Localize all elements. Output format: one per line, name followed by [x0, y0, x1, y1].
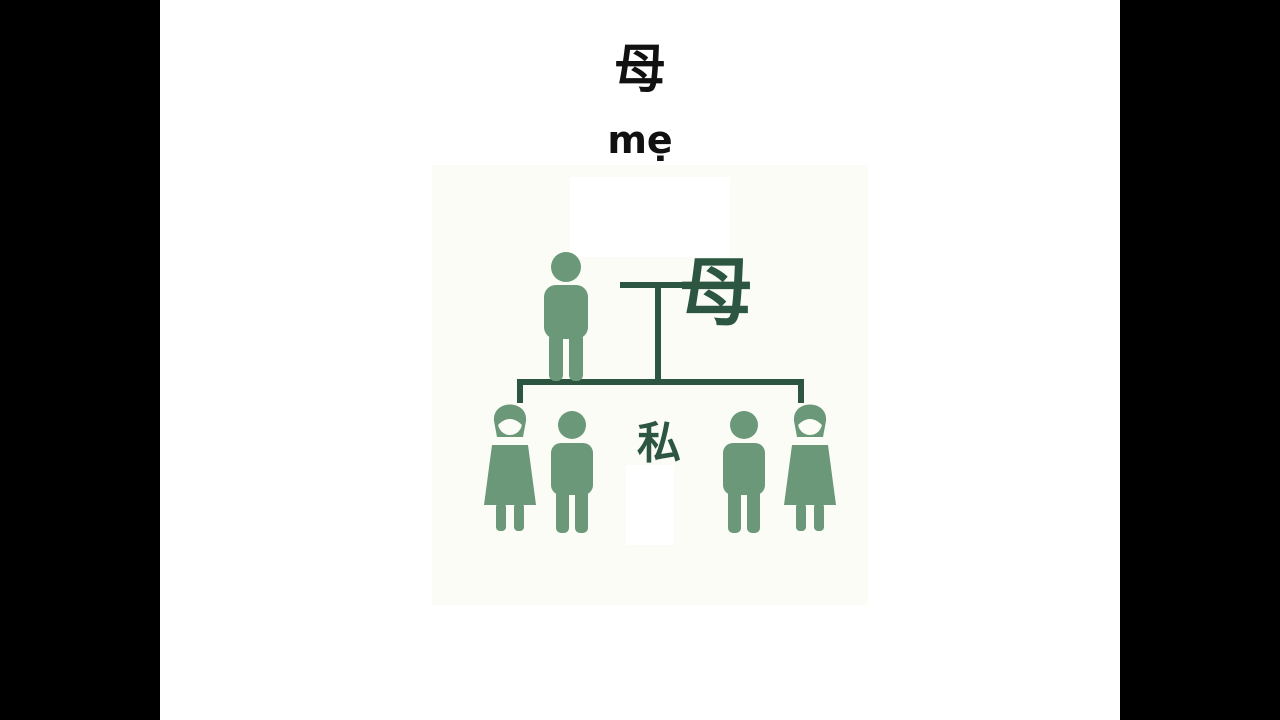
slide: 母 mẹ 母 私: [160, 0, 1120, 720]
female-figure-icon: [484, 404, 536, 531]
family-tree-diagram: 母 私: [484, 177, 836, 545]
male-figure-icon: [723, 411, 765, 533]
parent-figure-icon: [544, 252, 588, 381]
highlight-block: [570, 177, 730, 257]
highlight-block: [626, 465, 674, 545]
tree-connectors: [517, 282, 804, 403]
reading-text: mẹ: [607, 118, 673, 162]
family-tree-illustration: 母 私: [432, 165, 868, 605]
female-figure-icon: [784, 404, 836, 531]
male-figure-icon: [551, 411, 593, 533]
kanji-title: 母: [613, 40, 666, 100]
mother-label: 母: [679, 250, 753, 336]
self-label: 私: [637, 418, 681, 469]
